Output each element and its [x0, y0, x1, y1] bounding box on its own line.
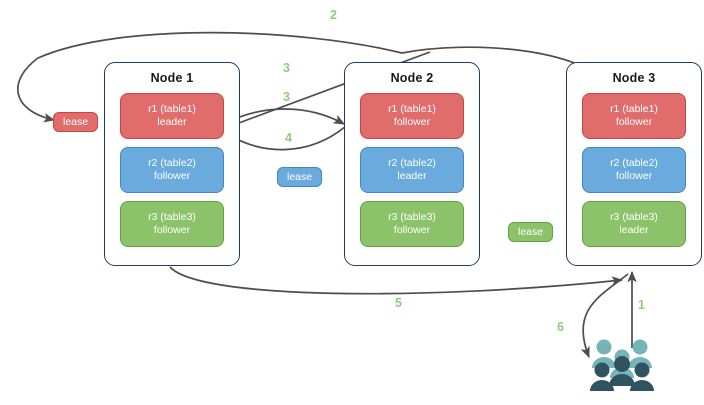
- replica-n1-r3-role: follower: [153, 224, 191, 236]
- replica-n2-r3-name: r3 (table3): [388, 211, 436, 223]
- step-label-4: 4: [285, 131, 292, 145]
- replica-n2-r1[interactable]: r1 (table1) follower: [360, 93, 464, 139]
- node-container-1: Node 1 r1 (table1) leader r2 (table2) fo…: [104, 62, 240, 266]
- node-title-2: Node 2: [390, 71, 434, 85]
- replica-n3-r2-role: follower: [615, 170, 653, 182]
- replica-n1-r1-role: leader: [157, 116, 187, 128]
- replica-n3-r3[interactable]: r3 (table3) leader: [582, 201, 686, 247]
- replica-n2-r2-name: r2 (table2): [388, 157, 436, 169]
- replica-n1-r2-name: r2 (table2): [148, 157, 196, 169]
- edge-step-3-bow: [223, 108, 345, 125]
- replica-n3-r2[interactable]: r2 (table2) follower: [582, 147, 686, 193]
- replica-n1-r3-name: r3 (table3): [148, 211, 196, 223]
- edge-step-6: [580, 273, 629, 358]
- lease-badge-green[interactable]: lease: [508, 222, 554, 242]
- replica-n1-r1-name: r1 (table1): [148, 103, 196, 115]
- replica-n2-r1-name: r1 (table1): [388, 103, 436, 115]
- replica-n1-r2-role: follower: [153, 170, 191, 182]
- replica-n3-r3-name: r3 (table3): [610, 211, 658, 223]
- step-label-1: 1: [638, 298, 645, 312]
- step-label-3-lower: 3: [283, 90, 290, 104]
- node-title-3: Node 3: [612, 71, 656, 85]
- node-container-3: Node 3 r1 (table1) follower r2 (table2) …: [566, 62, 702, 266]
- step-label-6: 6: [557, 320, 564, 334]
- lease-badge-red[interactable]: lease: [53, 112, 99, 132]
- replica-n2-r3[interactable]: r3 (table3) follower: [360, 201, 464, 247]
- replica-n1-r2[interactable]: r2 (table2) follower: [120, 147, 224, 193]
- replica-n3-r2-name: r2 (table2): [610, 157, 658, 169]
- replica-n3-r1-name: r1 (table1): [610, 103, 658, 115]
- edge-step-5: [169, 266, 624, 295]
- replica-n2-r2-role: leader: [397, 170, 427, 182]
- replica-n3-r1-role: follower: [615, 116, 653, 128]
- step-label-2: 2: [330, 8, 337, 22]
- replica-n2-r3-role: follower: [393, 224, 431, 236]
- step-label-3-upper: 3: [283, 61, 290, 75]
- step-label-5: 5: [395, 296, 402, 310]
- replica-n3-r3-role: leader: [619, 224, 649, 236]
- node-container-2: Node 2 r1 (table1) follower r2 (table2) …: [344, 62, 480, 266]
- replica-n2-r1-role: follower: [393, 116, 431, 128]
- clients-icon: [590, 339, 654, 391]
- replica-n3-r1[interactable]: r1 (table1) follower: [582, 93, 686, 139]
- replica-n1-r3[interactable]: r3 (table3) follower: [120, 201, 224, 247]
- replica-n1-r1[interactable]: r1 (table1) leader: [120, 93, 224, 139]
- lease-badge-blue[interactable]: lease: [277, 167, 323, 187]
- node-title-1: Node 1: [150, 71, 194, 85]
- replica-n2-r2[interactable]: r2 (table2) leader: [360, 147, 464, 193]
